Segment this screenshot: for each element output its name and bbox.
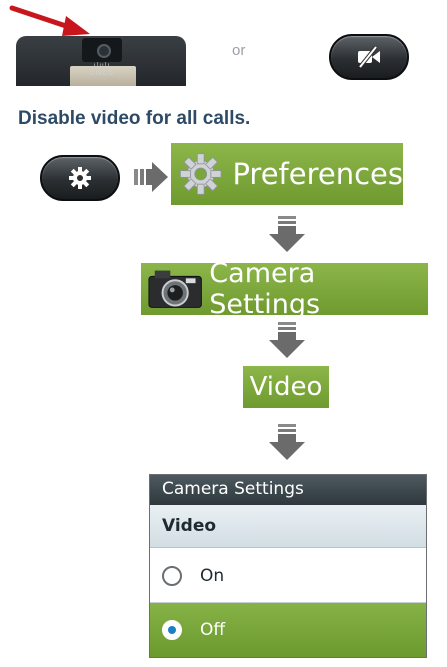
panel-title: Camera Settings: [150, 475, 426, 505]
settings-button[interactable]: [40, 155, 120, 201]
radio-button-unselected[interactable]: [162, 565, 182, 586]
device-screen: [70, 66, 136, 86]
video-mute-button[interactable]: [329, 34, 409, 80]
radio-button-selected[interactable]: [162, 620, 182, 640]
or-separator: or: [232, 42, 246, 59]
red-arrow-icon: [9, 5, 90, 36]
video-option-on[interactable]: On: [150, 549, 426, 603]
video-option-off[interactable]: Off: [150, 603, 426, 657]
cisco-logo: ı|ıı|ı CISCO: [82, 62, 122, 78]
cisco-logo-text: CISCO: [90, 70, 114, 77]
camera-icon: [148, 270, 202, 308]
gear-icon: [69, 167, 91, 189]
option-label: On: [200, 565, 225, 586]
video-mute-icon: [358, 45, 380, 69]
preferences-menu-item[interactable]: Preferences: [171, 143, 403, 205]
panel-section-header: Video: [150, 505, 426, 548]
flow-arrow-down-icon: [269, 216, 305, 252]
gear-icon: [179, 153, 222, 195]
flow-arrow-right-icon: [134, 162, 168, 192]
video-menu-item[interactable]: Video: [243, 366, 329, 408]
camera-settings-menu-item[interactable]: Camera Settings: [141, 258, 428, 320]
cisco-logo-bars: ı|ıı|ı: [93, 62, 111, 69]
camera-settings-label: Camera Settings: [209, 258, 321, 320]
flow-arrow-down-icon: [269, 424, 305, 460]
camera-settings-panel: Camera Settings Video On Off: [149, 474, 427, 658]
video-label: Video: [249, 372, 323, 402]
option-label: Off: [200, 620, 226, 640]
camera-lens-icon[interactable]: [97, 44, 111, 58]
preferences-label: Preferences: [232, 157, 403, 191]
flow-arrow-down-icon: [269, 322, 305, 358]
instruction-heading: Disable video for all calls.: [18, 108, 251, 129]
